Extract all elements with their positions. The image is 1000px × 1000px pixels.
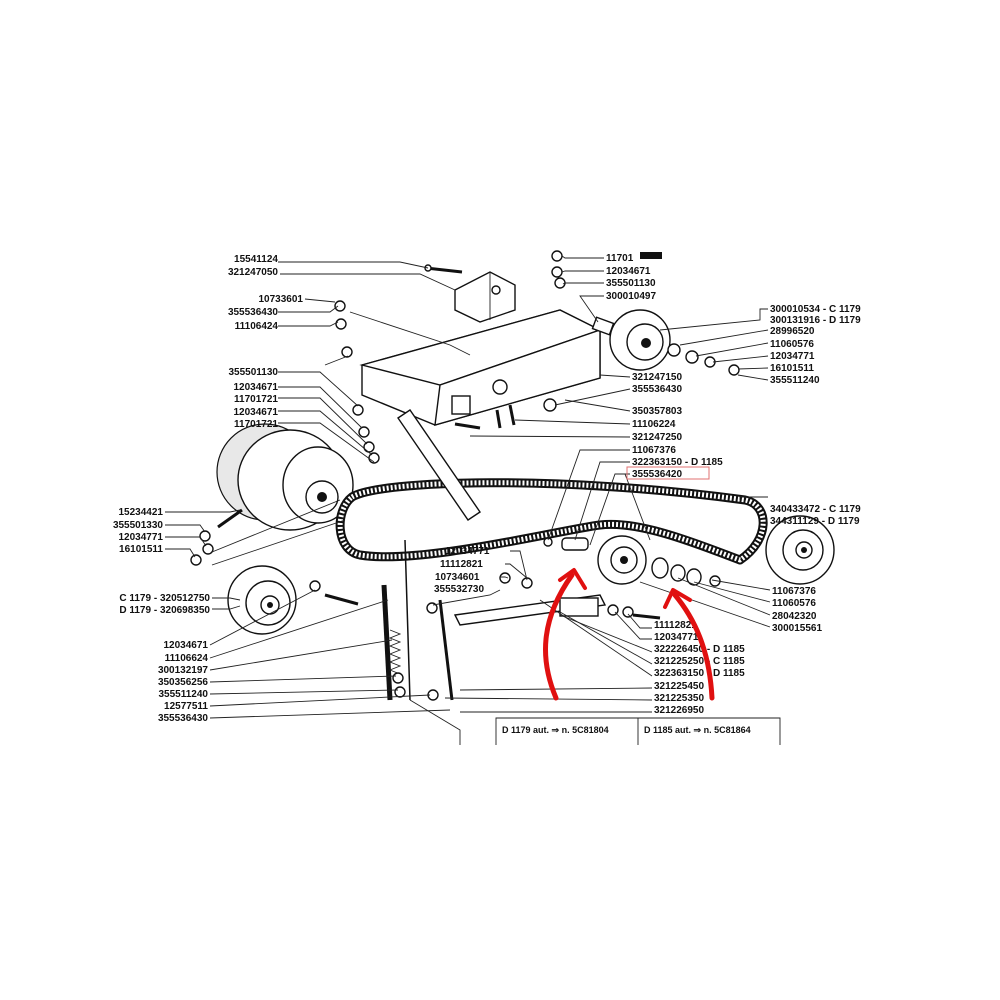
caption-d1179: D 1179 aut. ⇒ n. 5C81804 [502,725,609,735]
label-11106224: 11106224 [632,419,676,430]
label-355501130-b: 355501130 [606,278,656,289]
label-12034771-b: 12034771 [770,351,815,362]
highlight-box [626,466,710,480]
part-number-labels: 15541124 321247050 10733601 355536430 11… [113,252,861,724]
top-right-pulley [591,309,671,371]
label-15541124: 15541124 [234,254,278,265]
small-hardware [190,250,740,701]
label-11701721-a: 11701721 [234,394,278,405]
label-15234421: 15234421 [119,507,164,518]
v-belt [335,478,768,565]
label-11106624: 11106624 [165,653,209,664]
label-c1185-321225250: 321225250 - C 1185 [654,656,745,667]
bolt-top-left [424,264,463,274]
bracket-top [454,271,516,323]
label-16101511-b: 16101511 [770,363,814,374]
label-11067376-b: 11067376 [772,586,816,597]
label-d1185-322226450: 322226450 - D 1185 [654,644,745,655]
label-321247250: 321247250 [632,432,682,443]
label-11106424: 11106424 [235,321,279,332]
label-321247150: 321247150 [632,372,682,383]
housing-box [359,309,602,426]
left-pulley-large [216,423,354,531]
red-arrow-right-head [663,588,692,609]
label-d1179-344311129: 344311129 - D 1179 [770,516,860,527]
label-321225350: 321225350 [654,693,704,704]
label-11060576-b: 11060576 [772,598,816,609]
red-arrow-left-head [558,568,587,590]
label-11112821-a: 11112821 [440,559,483,570]
label-d1179-320698350: D 1179 - 320698350 [119,605,210,616]
red-arrow-left [542,572,575,701]
label-355501330: 355501330 [113,520,163,531]
label-11112821-b: 11112821 [654,620,697,631]
label-11701: 11701 [606,253,634,264]
label-321226950: 321226950 [654,705,704,716]
label-321247050: 321247050 [228,267,278,278]
label-c1179-320512750: C 1179 - 320512750 [119,593,210,604]
label-d1185-322363150-a: 322363150 - D 1185 [632,457,723,468]
red-arrow-right [672,592,715,701]
label-12034771-c: 12034771 [445,546,490,557]
label-321225450: 321225450 [654,681,704,692]
label-350356256: 350356256 [158,677,208,688]
label-d1179-300131916: 300131916 - D 1179 [770,315,861,326]
label-355511240-a: 355511240 [158,689,208,700]
label-300015561: 300015561 [772,623,822,634]
label-12034671-b: 12034671 [234,407,279,418]
right-pulley [765,515,835,585]
label-10734601: 10734601 [435,572,480,583]
label-28996520: 28996520 [770,326,815,337]
label-12034671-a: 12034671 [234,382,279,393]
label-355532730: 355532730 [434,584,484,595]
caption-d1185: D 1185 aut. ⇒ n. 5C81864 [644,725,751,735]
label-350357803: 350357803 [632,406,682,417]
label-11701721-b: 11701721 [234,419,278,430]
label-355536430-a: 355536430 [228,307,278,318]
label-300010497: 300010497 [606,291,656,302]
tension-pulley [597,535,702,586]
label-c1179-340433472: 340433472 - C 1179 [770,504,861,515]
label-12034771-d: 12034771 [654,632,699,643]
serial-caption-boxes: D 1179 aut. ⇒ n. 5C81804 D 1185 aut. ⇒ n… [495,717,781,745]
red-annotation-arrows [542,568,715,701]
label-10733601: 10733601 [259,294,304,305]
label-355536420: 355536420 [632,469,682,480]
label-12034771-a: 12034771 [119,532,164,543]
leader-lines [165,255,771,719]
label-355511240-b: 355511240 [770,375,820,386]
label-c1179-300010534: 300010534 - C 1179 [770,304,861,315]
label-d1185-322363150-b: 322363150 - D 1185 [654,668,745,679]
label-355536430-c: 355536430 [632,384,682,395]
label-12034671-c: 12034671 [164,640,209,651]
label-355536430-b: 355536430 [158,713,208,724]
label-11067376-a: 11067376 [632,445,676,456]
label-11060576-a: 11060576 [770,339,814,350]
spring [388,629,402,675]
redaction-bar [640,252,662,259]
label-12577511: 12577511 [164,701,208,712]
label-355501130-a: 355501130 [228,367,278,378]
label-16101511-a: 16101511 [119,544,163,555]
label-300132197: 300132197 [158,665,208,676]
lower-left-pulley [227,565,297,635]
label-28042320: 28042320 [772,611,817,622]
label-12034671-d: 12034671 [606,266,651,277]
